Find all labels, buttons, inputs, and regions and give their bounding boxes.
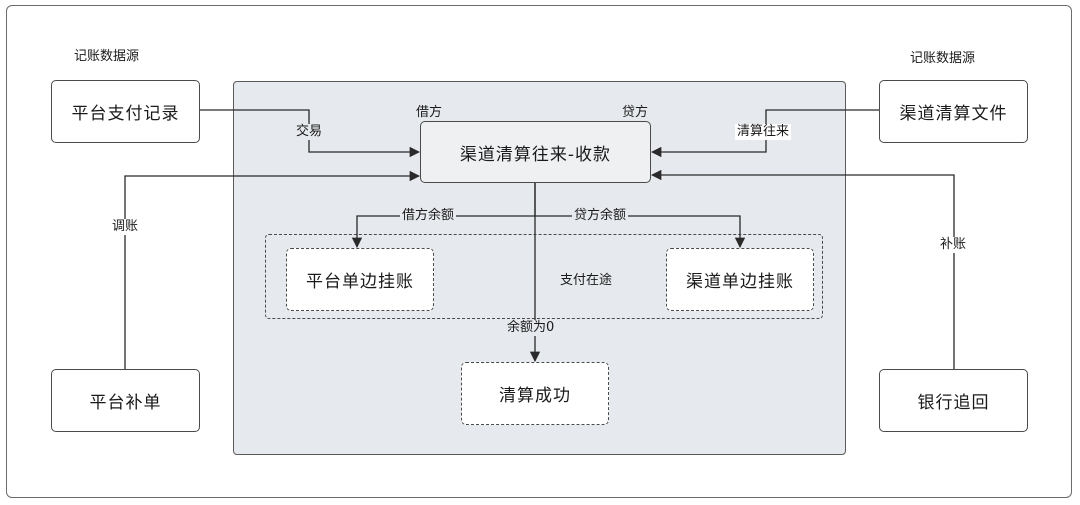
right-source-label: 记账数据源	[910, 51, 976, 66]
platform-supplement-node: 平台补单	[51, 369, 200, 432]
platform-payment-node: 平台支付记录	[51, 80, 200, 143]
bank-recover-node: 银行追回	[879, 369, 1028, 432]
transaction-label: 交易	[294, 124, 325, 140]
debit-balance-label: 借方余额	[400, 208, 457, 224]
supplement-label: 补账	[938, 237, 969, 253]
settle-success-node: 清算成功	[461, 362, 609, 425]
channel-file-node: 渠道清算文件	[879, 80, 1028, 143]
diagram-frame	[6, 5, 1072, 498]
adjust-label: 调账	[110, 219, 141, 235]
left-source-label: 记账数据源	[74, 49, 140, 64]
in-transit-label: 支付在途	[560, 273, 613, 288]
credit-balance-label: 贷方余额	[572, 208, 629, 224]
platform-single-node: 平台单边挂账	[286, 248, 434, 311]
zero-balance-label: 余额为0	[505, 320, 557, 336]
clearing-label: 清算往来	[735, 124, 792, 140]
debit-label: 借方	[416, 105, 443, 120]
central-node: 渠道清算往来-收款	[420, 121, 651, 183]
credit-label: 贷方	[622, 105, 649, 120]
channel-single-node: 渠道单边挂账	[666, 248, 814, 311]
